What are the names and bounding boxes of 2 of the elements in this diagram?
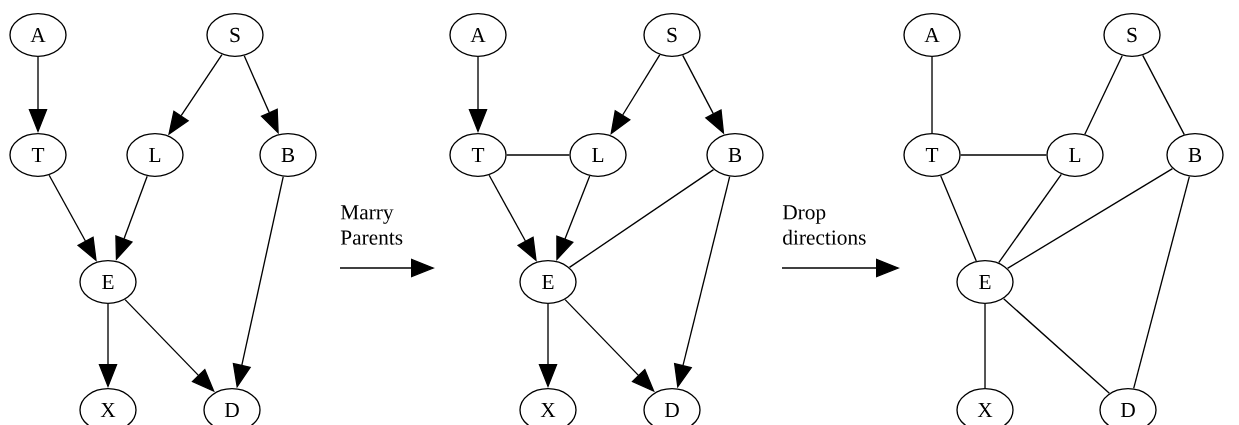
step-label: Marry Parents <box>340 205 403 245</box>
step-label: Drop directions <box>782 205 866 245</box>
